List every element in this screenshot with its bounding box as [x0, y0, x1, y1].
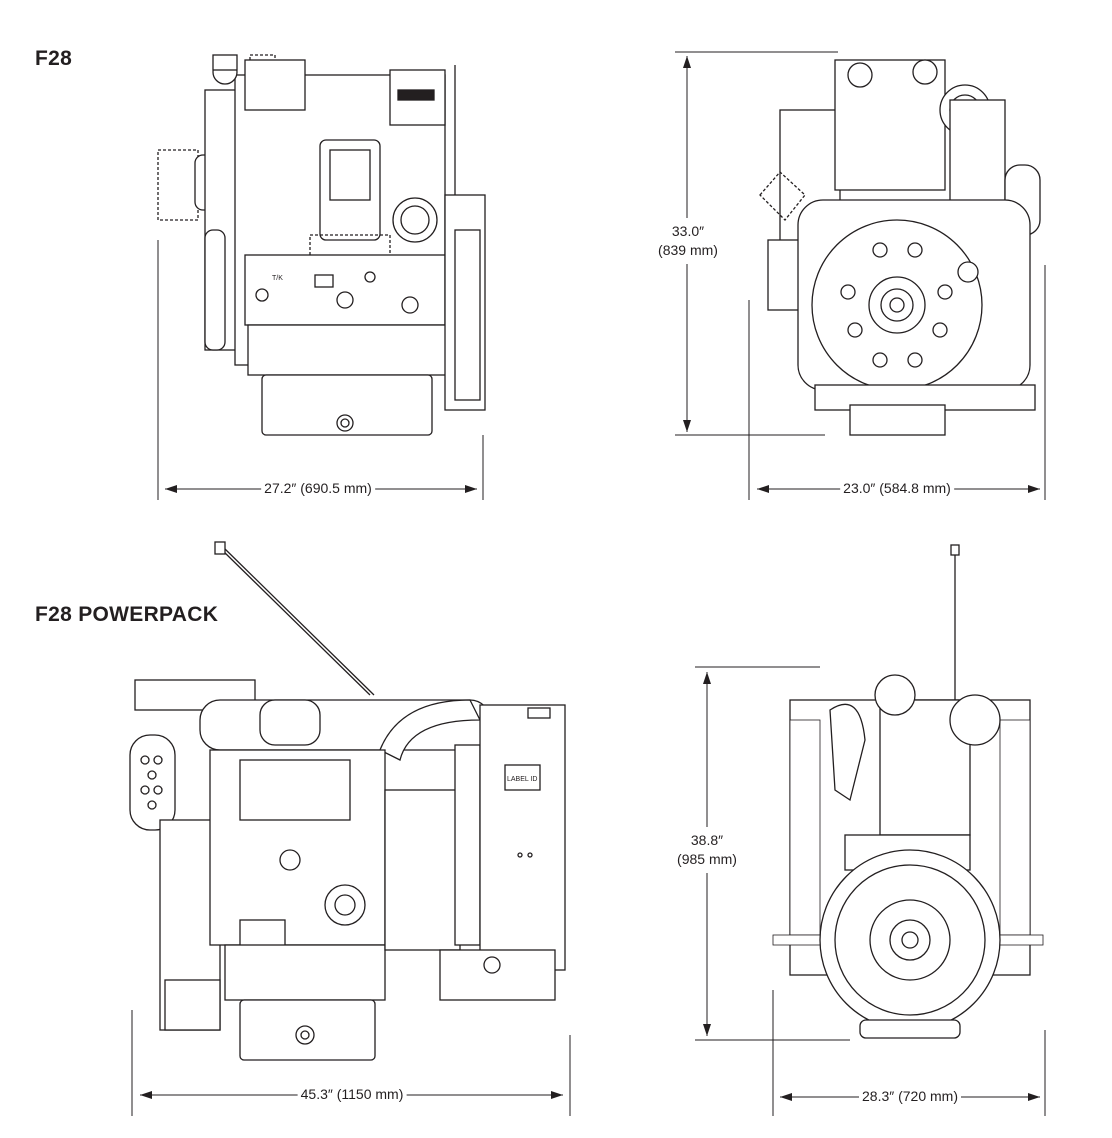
f28-side-view-drawing: [759, 59, 1041, 436]
f28-powerpack-front-view-drawing: LABEL ID: [129, 541, 566, 1061]
powerpack-side-height-inches: 38.8″: [690, 832, 724, 848]
f28-front-width-label: 27.2″ (690.5 mm): [261, 480, 375, 496]
f28-side-height-mm: (839 mm): [658, 242, 718, 258]
f28-powerpack-side-view-drawing: [772, 544, 1044, 1039]
f28-side-height-inches: 33.0″: [671, 223, 705, 239]
powerpack-front-width-label: 45.3″ (1150 mm): [297, 1086, 407, 1102]
powerpack-side-height-mm: (985 mm): [677, 851, 737, 867]
svg-text:T/K: T/K: [272, 275, 283, 282]
dimension-lines: [131, 51, 1046, 1116]
powerpack-side-height-label: 38.8″ (985 mm): [677, 827, 737, 873]
section-title-f28: F28: [35, 47, 73, 70]
f28-front-view-drawing: T/K: [157, 54, 486, 436]
powerpack-side-width-label: 28.3″ (720 mm): [859, 1088, 961, 1104]
f28-side-width-label: 23.0″ (584.8 mm): [840, 480, 954, 496]
f28-side-height-label: 33.0″ (839 mm): [658, 218, 718, 264]
section-title-f28-powerpack: F28 POWERPACK: [35, 603, 219, 626]
label-id-plate: LABEL ID: [507, 776, 537, 783]
